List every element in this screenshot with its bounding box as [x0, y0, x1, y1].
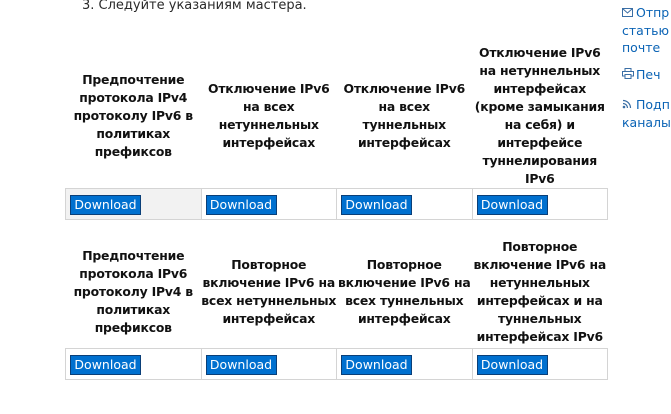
download-button-reenable-tunnel[interactable]: Download — [341, 354, 412, 375]
download-button-disable-nontunnel[interactable]: Download — [205, 194, 277, 215]
rss-subscribe-link[interactable]: Подп каналы — [622, 96, 671, 131]
rss-link-line-2: каналы — [622, 115, 671, 130]
download-cell: Download — [65, 188, 202, 220]
step-instruction: 3. Следуйте указаниям мастера. — [82, 0, 307, 13]
header-prefer-ipv6: Предпочтение протокола IPv6 протоколу IP… — [73, 248, 194, 335]
download-cell: Download — [65, 348, 202, 380]
print-link[interactable]: Печ — [622, 66, 660, 84]
download-button-disable-tunnel[interactable]: Download — [341, 194, 412, 215]
download-table-disable: Предпочтение протокола IPv4 протоколу IP… — [65, 43, 608, 220]
email-link-line-2: статью п — [622, 23, 671, 38]
rss-feed-icon — [622, 97, 636, 114]
download-button-prefer-ipv6[interactable]: Download — [70, 354, 141, 375]
header-disable-tunnel: Отключение IPv6 на всех туннельных интер… — [343, 80, 465, 150]
download-button-prefer-ipv4[interactable]: Download — [70, 194, 141, 215]
download-cell: Download — [471, 348, 608, 380]
email-link-line-3: почте — [622, 40, 661, 55]
download-row: Download Download Download Download — [65, 348, 608, 380]
download-row: Download Download Download Download — [65, 188, 608, 220]
table-header-row: Предпочтение протокола IPv4 протоколу IP… — [66, 43, 608, 189]
header-reenable-nontunnel: Повторное включение IPv6 на всех нетунне… — [201, 257, 337, 326]
download-button-disable-nontunnel-and-tunnel[interactable]: Download — [476, 194, 548, 215]
download-table-reenable: Предпочтение протокола IPv6 протоколу IP… — [65, 236, 608, 380]
rss-link-line-1: Подп — [636, 97, 670, 112]
print-link-label: Печ — [636, 67, 661, 82]
download-cell: Download — [336, 348, 473, 380]
header-prefer-ipv4: Предпочтение протокола IPv4 протоколу IP… — [73, 71, 194, 159]
download-button-reenable-nontunnel[interactable]: Download — [205, 354, 277, 375]
download-cell: Download — [471, 188, 608, 220]
printer-icon — [622, 67, 636, 84]
header-reenable-nontunnel-and-tunnel: Повторное включение IPv6 на нетуннельных… — [473, 239, 607, 344]
download-cell: Download — [200, 188, 337, 220]
download-cell: Download — [200, 348, 337, 380]
email-link-line-1: Отпр — [636, 5, 670, 20]
email-article-link[interactable]: Отпр статью п почте — [622, 4, 671, 56]
header-disable-nontunnel-and-tunnel: Отключение IPv6 на нетуннельных интерфей… — [474, 44, 605, 186]
envelope-icon — [622, 5, 636, 22]
download-button-reenable-nontunnel-and-tunnel[interactable]: Download — [476, 354, 548, 375]
header-reenable-tunnel: Повторное включение IPv6 на всех туннель… — [338, 257, 471, 326]
header-disable-nontunnel: Отключение IPv6 на всех нетуннельных инт… — [207, 80, 330, 150]
table-header-row: Предпочтение протокола IPv6 протоколу IP… — [66, 236, 608, 349]
download-cell: Download — [336, 188, 473, 220]
